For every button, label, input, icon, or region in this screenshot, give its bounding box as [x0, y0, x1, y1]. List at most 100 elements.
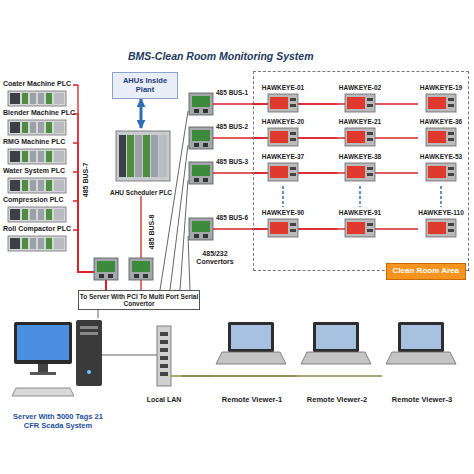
plc-device — [8, 91, 66, 106]
server-computer — [12, 388, 74, 396]
scada-server: Server With 5000 Tags 21 CFR Scada Syste… — [8, 318, 108, 430]
hawkeye-device — [345, 94, 375, 112]
hawkeye-display: HAWKEYE-38 — [337, 153, 383, 183]
hawkeye-device — [426, 219, 456, 237]
node-label: 485 BUS-3 — [216, 158, 248, 165]
server-computer — [80, 332, 98, 335]
plc-rack — [116, 131, 170, 181]
server-computer — [12, 320, 102, 396]
laptop — [301, 322, 371, 364]
node-label: AHU Scheduler PLC — [110, 189, 172, 196]
scheduler-plc: AHU Scheduler PLC — [106, 128, 176, 196]
plc-rack — [143, 135, 150, 177]
node-label: HAWKEYE-02 — [339, 84, 381, 91]
bus-line — [188, 236, 190, 290]
serial-converter: 485 BUS-2 — [188, 120, 252, 150]
node-label: Remote Viewer-2 — [307, 396, 367, 404]
continuation-dashes — [440, 186, 442, 207]
node-label: Remote Viewer-3 — [392, 396, 452, 404]
hawkeye-display: HAWKEYE-91 — [337, 209, 383, 239]
node-label: HAWKEYE-19 — [420, 84, 462, 91]
plc-rack — [135, 135, 142, 177]
converter-device — [94, 258, 118, 280]
node-label: Coater Machine PLC — [3, 80, 71, 88]
node-label: HAWKEYE-110 — [418, 209, 464, 216]
plc-unit: Water System PLC — [3, 167, 73, 195]
hawkeye-device — [345, 219, 375, 237]
hawkeye-display: HAWKEYE-20 — [260, 118, 306, 148]
bus-line — [170, 145, 188, 290]
node-label: HAWKEYE-36 — [420, 118, 462, 125]
bus-line — [180, 180, 188, 290]
plc-rack — [159, 135, 167, 177]
hawkeye-device — [426, 163, 456, 181]
node-label: 485 BUS-6 — [216, 214, 248, 221]
serial-converter: 485 BUS-1 — [188, 86, 252, 116]
network-switch — [157, 326, 171, 386]
bus-wire — [213, 172, 252, 173]
remote-viewer: Remote Viewer-2 — [297, 318, 377, 404]
plc-rack — [151, 135, 158, 177]
plc-unit: Roll Compactor PLC — [3, 225, 73, 253]
hawkeye-device — [268, 128, 298, 146]
continuation-dashes — [282, 186, 284, 207]
plc-unit: RMG Machine PLC — [3, 138, 73, 166]
node-label: Local LAN — [147, 396, 182, 404]
remote-viewer: Remote Viewer-1 — [212, 318, 292, 404]
diagram-title: BMS-Clean Room Monitoring System — [128, 50, 314, 62]
node-label: HAWKEYE-91 — [339, 209, 381, 216]
control-arrow — [140, 99, 143, 128]
lan-switch: Local LAN — [146, 322, 182, 404]
bus-label: 485 BUS-8 — [148, 208, 156, 254]
hawkeye-display: HAWKEYE-02 — [337, 84, 383, 114]
bus-wire — [213, 228, 252, 229]
network-wire — [146, 355, 157, 356]
network-wire — [171, 375, 182, 377]
hawkeye-display: HAWKEYE-21 — [337, 118, 383, 148]
network-switch — [160, 340, 168, 344]
hawkeye-device — [268, 219, 298, 237]
hawkeye-device — [426, 128, 456, 146]
server-computer — [14, 322, 72, 364]
bus-wire — [213, 104, 252, 229]
server-computer — [38, 364, 48, 372]
server-computer — [87, 370, 91, 374]
bus-wire — [213, 137, 252, 138]
plc-rack — [127, 135, 134, 177]
node-label: Server With 5000 Tags 21 CFR Scada Syste… — [8, 413, 108, 430]
hawkeye-display: HAWKEYE-37 — [260, 153, 306, 183]
laptop — [386, 322, 456, 364]
network-switch — [160, 332, 168, 336]
node-label: HAWKEYE-90 — [262, 209, 304, 216]
plc-unit: Coater Machine PLC — [3, 80, 73, 108]
plc-device — [8, 207, 66, 222]
remote-viewer: Remote Viewer-3 — [382, 318, 462, 404]
server-computer — [80, 326, 98, 329]
continuation-dashes — [283, 186, 441, 207]
serial-converter: 485 BUS-6 — [188, 211, 252, 241]
plc-device — [8, 236, 66, 251]
bus-line — [98, 310, 99, 318]
plc-unit: Blender Machine PLC — [3, 109, 73, 137]
hawkeye-display: HAWKEYE-36 — [418, 118, 464, 148]
plc-device — [8, 178, 66, 193]
continuation-dashes — [359, 186, 361, 207]
hawkeye-display: HAWKEYE-110 — [418, 209, 464, 239]
network-switch — [160, 372, 168, 376]
hawkeye-device — [345, 163, 375, 181]
connector-layer — [73, 85, 418, 376]
node-label: RMG Machine PLC — [3, 138, 65, 146]
plc-device — [8, 149, 66, 164]
converter-device — [189, 162, 213, 184]
network-switch — [160, 364, 168, 368]
laptop — [216, 322, 286, 364]
node-label: HAWKEYE-21 — [339, 118, 381, 125]
bus-label: 485 BUS-7 — [82, 156, 90, 202]
device-label: 485/232 Convertors — [190, 250, 240, 266]
node-label: 485 BUS-1 — [216, 89, 248, 96]
network-switch — [157, 326, 171, 386]
server-link-box: To Server With PCI To Multi Port Serial … — [78, 290, 200, 310]
node-label: HAWKEYE-37 — [262, 153, 304, 160]
node-label: HAWKEYE-53 — [420, 153, 462, 160]
